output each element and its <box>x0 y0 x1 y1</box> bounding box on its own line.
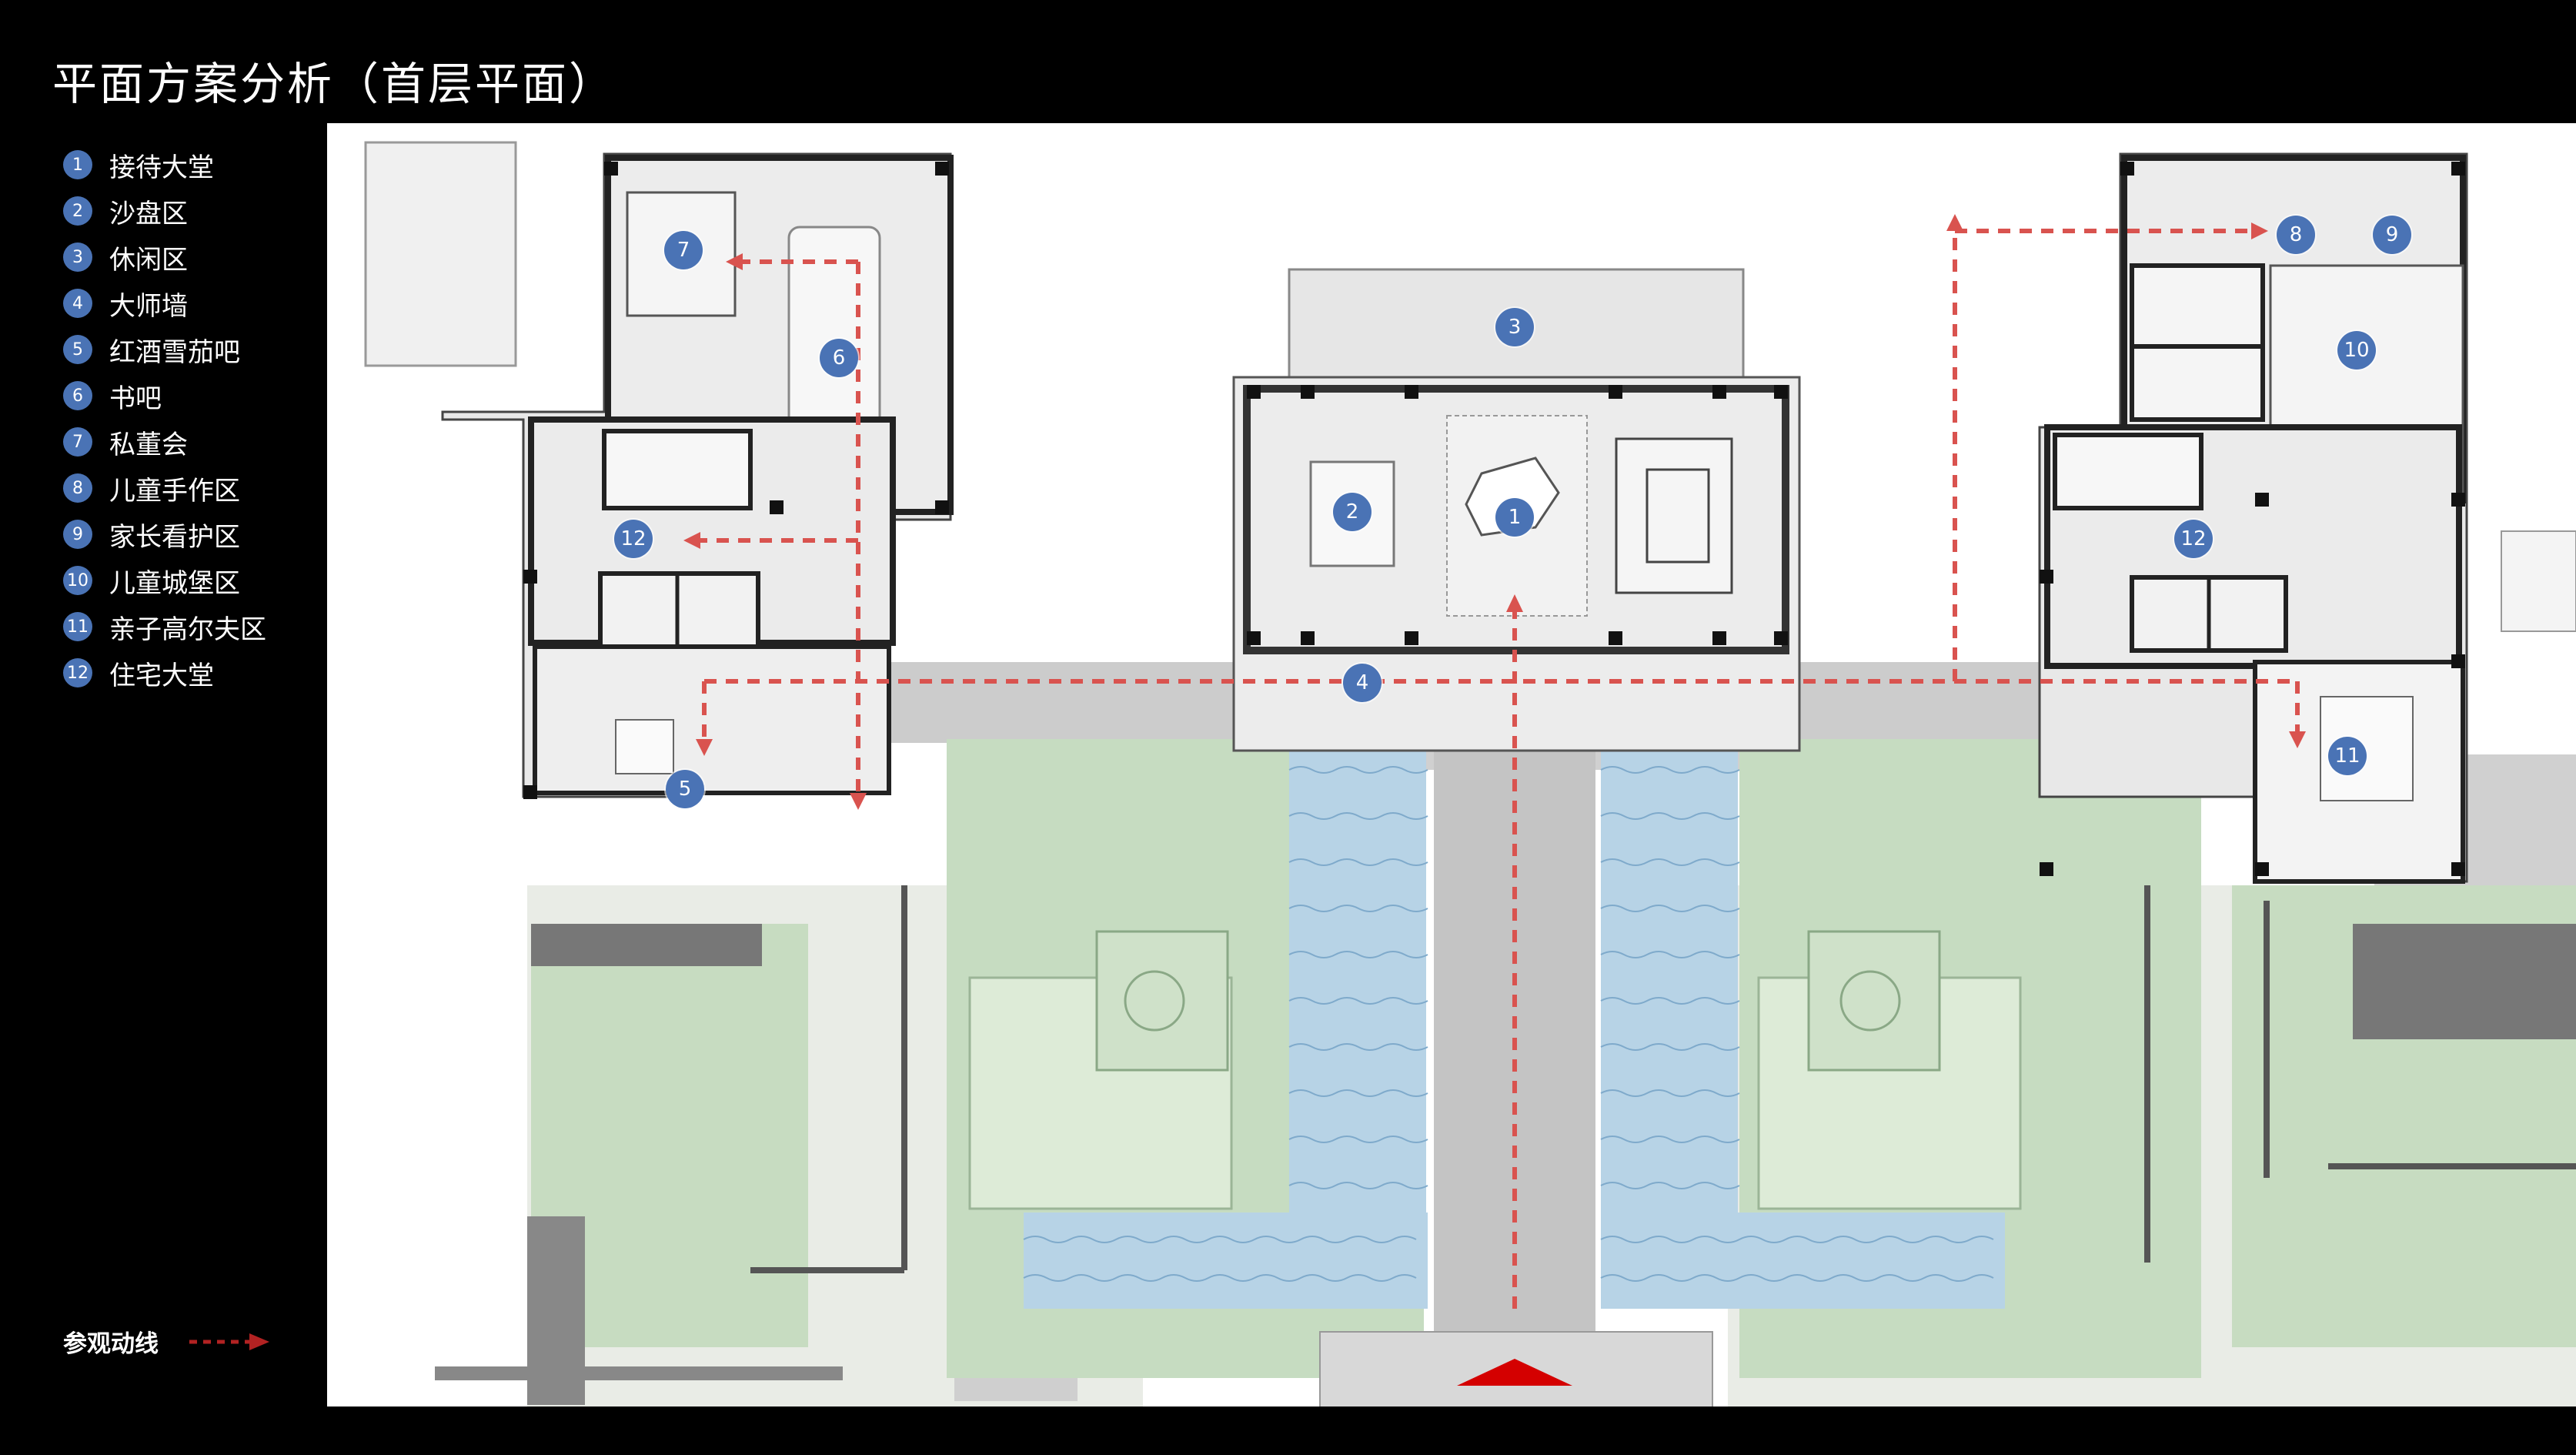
legend-number: 8 <box>63 473 92 503</box>
area-marker-3: 3 <box>1495 308 1534 346</box>
wine-cigar-bar <box>533 644 891 795</box>
legend-number: 3 <box>63 242 92 272</box>
area-marker-9: 9 <box>2373 216 2411 254</box>
page-title: 平面方案分析（首层平面） <box>52 58 616 110</box>
area-marker-2: 2 <box>1333 493 1372 531</box>
sand-table <box>1309 460 1395 567</box>
legend-number: 10 <box>63 566 92 595</box>
area-marker-12-left: 12 <box>614 520 653 558</box>
area-marker-5: 5 <box>666 770 704 808</box>
legend-item: 3 休闲区 <box>63 239 188 276</box>
water-left <box>1289 751 1426 1289</box>
hedge-strip <box>531 924 762 966</box>
route-legend: 参观动线 <box>63 1324 274 1359</box>
area-marker-10: 10 <box>2337 331 2376 370</box>
legend-item: 12 住宅大堂 <box>63 654 214 691</box>
legend-item: 4 大师墙 <box>63 285 188 322</box>
area-marker-1: 1 <box>1495 498 1534 537</box>
legend-item: 9 家长看护区 <box>63 516 240 553</box>
area-marker-6: 6 <box>820 339 858 377</box>
area-marker-4: 4 <box>1343 664 1382 702</box>
legend-label: 休闲区 <box>109 244 188 276</box>
visit-route <box>700 229 2300 1309</box>
legend-label: 亲子高尔夫区 <box>109 614 266 645</box>
floor-plan: 1 2 3 4 5 6 7 8 9 10 11 12 12 <box>327 123 2576 1406</box>
legend-label: 接待大堂 <box>109 152 214 183</box>
legend-item: 11 亲子高尔夫区 <box>63 608 266 645</box>
central-axis <box>1434 751 1595 1397</box>
water-pool-left <box>1024 1212 1428 1309</box>
legend-item: 1 接待大堂 <box>63 146 214 183</box>
legend-number: 5 <box>63 335 92 364</box>
area-marker-8: 8 <box>2277 216 2315 254</box>
square-planter-right <box>1807 930 1941 1072</box>
exterior-stair-left <box>364 141 517 367</box>
legend-item: 2 沙盘区 <box>63 192 188 229</box>
legend-number: 4 <box>63 289 92 318</box>
legend-label: 红酒雪茄吧 <box>109 336 240 368</box>
floor-plan-drawing <box>364 141 2576 1406</box>
square-planter-left <box>1095 930 1229 1072</box>
legend-number: 2 <box>63 196 92 226</box>
legend-number: 11 <box>63 612 92 641</box>
legend-label: 儿童城堡区 <box>109 567 240 599</box>
legend-number: 9 <box>63 520 92 549</box>
legend-label: 儿童手作区 <box>109 475 240 507</box>
dashed-arrow-icon <box>189 1333 269 1350</box>
hedge-strip <box>2353 924 2576 1039</box>
area-marker-12-right: 12 <box>2174 520 2213 558</box>
legend-item: 7 私董会 <box>63 423 188 460</box>
legend-item: 5 红酒雪茄吧 <box>63 331 240 368</box>
legend-label: 大师墙 <box>109 290 188 322</box>
legend-label: 书吧 <box>109 383 162 414</box>
legend-item: 6 书吧 <box>63 377 162 414</box>
area-marker-7: 7 <box>664 231 703 269</box>
legend-number: 7 <box>63 427 92 457</box>
legend-number: 1 <box>63 150 92 179</box>
stair-core <box>1615 437 1733 594</box>
route-label: 参观动线 <box>63 1330 159 1358</box>
water-right <box>1601 751 1738 1289</box>
entrance-arrow-icon <box>1457 1359 1572 1386</box>
water-pool-right <box>1601 1212 2005 1309</box>
area-marker-11: 11 <box>2328 737 2367 775</box>
legend-item: 8 儿童手作区 <box>63 470 240 507</box>
legend-label: 私董会 <box>109 429 188 460</box>
legend-label: 沙盘区 <box>109 198 188 229</box>
legend-item: 10 儿童城堡区 <box>63 562 240 599</box>
legend-number: 12 <box>63 658 92 687</box>
legend-label: 家长看护区 <box>109 521 240 553</box>
legend-label: 住宅大堂 <box>109 660 214 691</box>
legend-number: 6 <box>63 381 92 410</box>
